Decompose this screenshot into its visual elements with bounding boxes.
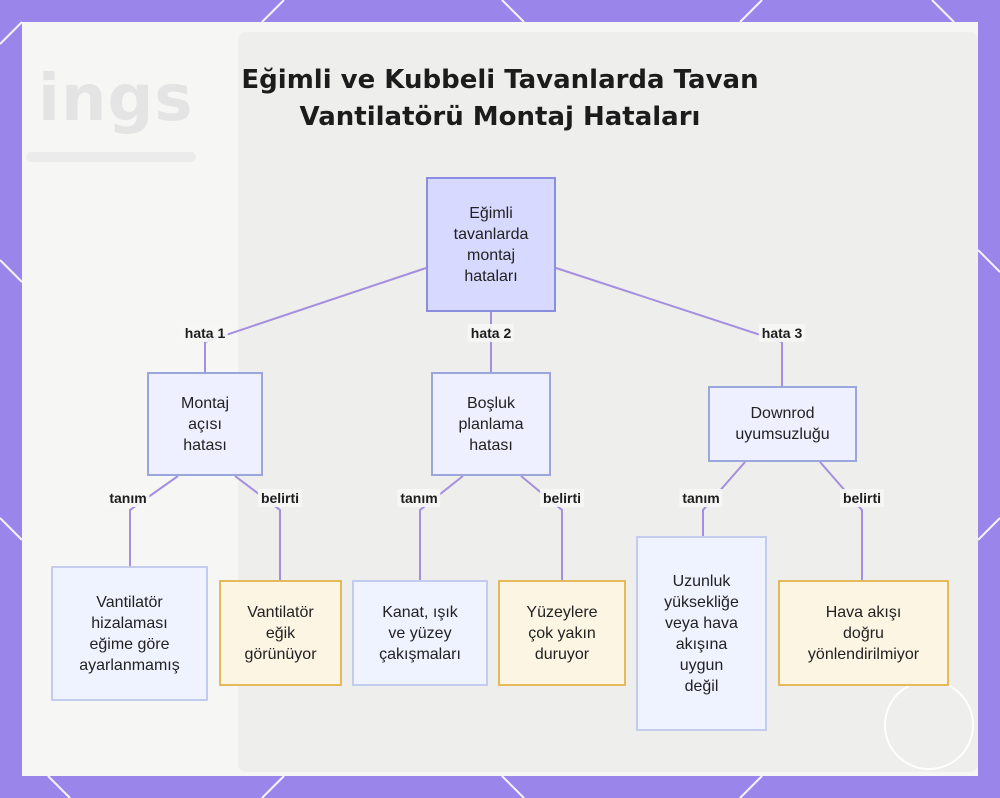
node-tanim-2: Kanat, ışık ve yüzey çakışmaları	[352, 580, 488, 686]
title-line-1: Eğimli ve Kubbeli Tavanlarda Tavan	[241, 65, 759, 95]
edge-label-hata-2: hata 2	[467, 324, 515, 342]
node-belirti-1: Vantilatör eğik görünüyor	[219, 580, 342, 686]
edge-err3-sym3	[819, 461, 863, 580]
edge-root-err1	[204, 267, 427, 372]
node-def2-label: Kanat, ışık ve yüzey çakışmaları	[379, 603, 461, 663]
node-bosluk-planlama-hatasi: Boşluk planlama hatası	[431, 372, 551, 476]
edge-err2-def2	[419, 475, 464, 580]
edge-label-hata-3: hata 3	[758, 324, 806, 342]
node-tanim-3: Uzunluk yüksekliğe veya hava akışına uyg…	[636, 536, 767, 731]
background-ghost-text: ings	[38, 62, 194, 136]
edge-label-belirti-2: belirti	[539, 489, 585, 507]
node-root: Eğimli tavanlarda montaj hataları	[426, 177, 556, 312]
node-sym1-label: Vantilatör eğik görünüyor	[244, 603, 317, 663]
node-def1-label: Vantilatör hizalaması eğime göre ayarlan…	[79, 593, 180, 674]
node-err1-label: Montaj açısı hatası	[180, 394, 230, 454]
edge-label-hata-1: hata 1	[181, 324, 229, 342]
node-tanim-1: Vantilatör hizalaması eğime göre ayarlan…	[51, 566, 208, 701]
title-line-2: Vantilatörü Montaj Hataları	[299, 102, 701, 132]
edge-root-err3	[555, 267, 783, 386]
node-sym3-label: Hava akışı doğru yönlendirilmiyor	[807, 603, 920, 663]
edge-err1-def1	[129, 475, 179, 566]
background-blur	[26, 152, 196, 162]
node-downrod-uyumsuzlugu: Downrod uyumsuzluğu	[708, 386, 857, 462]
node-montaj-acisi-hatasi: Montaj açısı hatası	[147, 372, 263, 476]
node-err3-label: Downrod uyumsuzluğu	[735, 405, 830, 443]
diagram-title: Eğimli ve Kubbeli Tavanlarda Tavan Vanti…	[0, 62, 1000, 136]
node-err2-label: Boşluk planlama hatası	[458, 394, 524, 454]
edge-label-tanim-2: tanım	[397, 489, 441, 507]
node-def3-label: Uzunluk yüksekliğe veya hava akışına uyg…	[664, 572, 739, 695]
edge-label-belirti-1: belirti	[257, 489, 303, 507]
edge-label-tanim-1: tanım	[106, 489, 150, 507]
node-belirti-3: Hava akışı doğru yönlendirilmiyor	[778, 580, 949, 686]
node-belirti-2: Yüzeylere çok yakın duruyor	[498, 580, 626, 686]
edge-err1-sym1	[234, 475, 281, 580]
edge-err3-def3	[702, 461, 746, 536]
node-sym2-label: Yüzeylere çok yakın duruyor	[526, 603, 598, 663]
edge-label-tanim-3: tanım	[679, 489, 723, 507]
node-root-label: Eğimli tavanlarda montaj hataları	[453, 204, 529, 285]
edge-label-belirti-3: belirti	[839, 489, 885, 507]
edge-err2-sym2	[520, 475, 563, 580]
